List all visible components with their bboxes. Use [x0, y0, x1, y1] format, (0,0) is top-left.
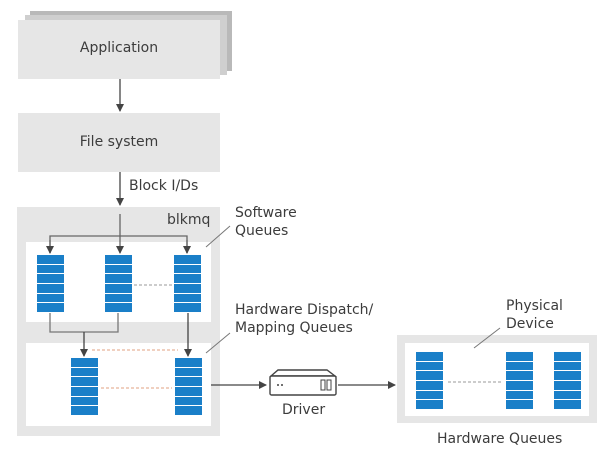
queue-slot [71, 367, 98, 377]
queue-slot [105, 274, 132, 284]
queue-slot [105, 303, 132, 313]
queue-slot [37, 284, 64, 293]
queue-slot [554, 361, 581, 371]
hardware-dispatch-queue-1 [71, 358, 98, 416]
software-queue-3 [174, 255, 201, 313]
file-system-box [18, 113, 220, 172]
hardware-dispatch-label-1: Hardware Dispatch/ [235, 302, 374, 318]
queue-slot [506, 400, 533, 410]
queue-slot [554, 400, 581, 410]
hardware-queue-2 [506, 352, 533, 410]
queue-slot [71, 377, 98, 387]
queue-slot [175, 406, 202, 416]
leader-software-queues [205, 225, 231, 248]
software-queues-label-1: Software [235, 205, 297, 221]
queue-slot [175, 377, 202, 387]
queue-slot [175, 396, 202, 406]
queue-slot [175, 367, 202, 377]
hardware-dispatch-label-2: Mapping Queues [235, 320, 353, 336]
queue-slot [37, 255, 64, 264]
software-queue-2 [105, 255, 132, 313]
leader-hardware-dispatch [205, 332, 231, 354]
queue-slot [105, 255, 132, 264]
queue-slot [174, 293, 201, 303]
application-box [18, 20, 220, 79]
queue-slot [416, 381, 443, 390]
queue-slot [174, 303, 201, 313]
queue-slot [37, 293, 64, 303]
queue-slot [506, 352, 533, 361]
queue-slot [506, 361, 533, 371]
queue-slot [174, 274, 201, 284]
queue-slot [554, 352, 581, 361]
hardware-queues-label: Hardware Queues [437, 431, 563, 447]
queue-slot [71, 406, 98, 416]
blkmq-label: blkmq [167, 212, 211, 228]
software-queue-1 [37, 255, 64, 313]
leader-physical-device [473, 327, 501, 349]
queue-slot [71, 387, 98, 396]
block-ios-label: Block I/Ds [129, 178, 199, 194]
queue-slot [174, 264, 201, 274]
file-system-label: File system [79, 134, 159, 150]
queue-slot [105, 264, 132, 274]
queue-slot [554, 381, 581, 390]
queue-slot [506, 371, 533, 381]
queue-slot [175, 387, 202, 396]
queue-slot [71, 358, 98, 367]
driver-label: Driver [282, 402, 326, 418]
queue-slot [37, 303, 64, 313]
hardware-queue-3 [554, 352, 581, 410]
queue-slot [506, 390, 533, 400]
queue-slot [105, 284, 132, 293]
queue-slot [37, 274, 64, 284]
queue-slot [37, 264, 64, 274]
queue-slot [174, 284, 201, 293]
queue-slot [416, 371, 443, 381]
software-queues-label-2: Queues [235, 223, 289, 239]
queue-slot [416, 400, 443, 410]
hardware-dispatch-queue-2 [175, 358, 202, 416]
physical-device-label-2: Device [506, 316, 554, 332]
queue-slot [554, 371, 581, 381]
server-device-icon [269, 369, 338, 396]
physical-device-label-1: Physical [506, 298, 563, 314]
queue-slot [71, 396, 98, 406]
hardware-queue-1 [416, 352, 443, 410]
queue-slot [416, 352, 443, 361]
queue-slot [105, 293, 132, 303]
application-label: Application [79, 40, 159, 56]
queue-slot [416, 390, 443, 400]
queue-slot [554, 390, 581, 400]
queue-slot [174, 255, 201, 264]
queue-slot [506, 381, 533, 390]
merge-connector [49, 313, 119, 333]
queue-slot [175, 358, 202, 367]
fanout-bar [49, 235, 188, 253]
queue-slot [416, 361, 443, 371]
